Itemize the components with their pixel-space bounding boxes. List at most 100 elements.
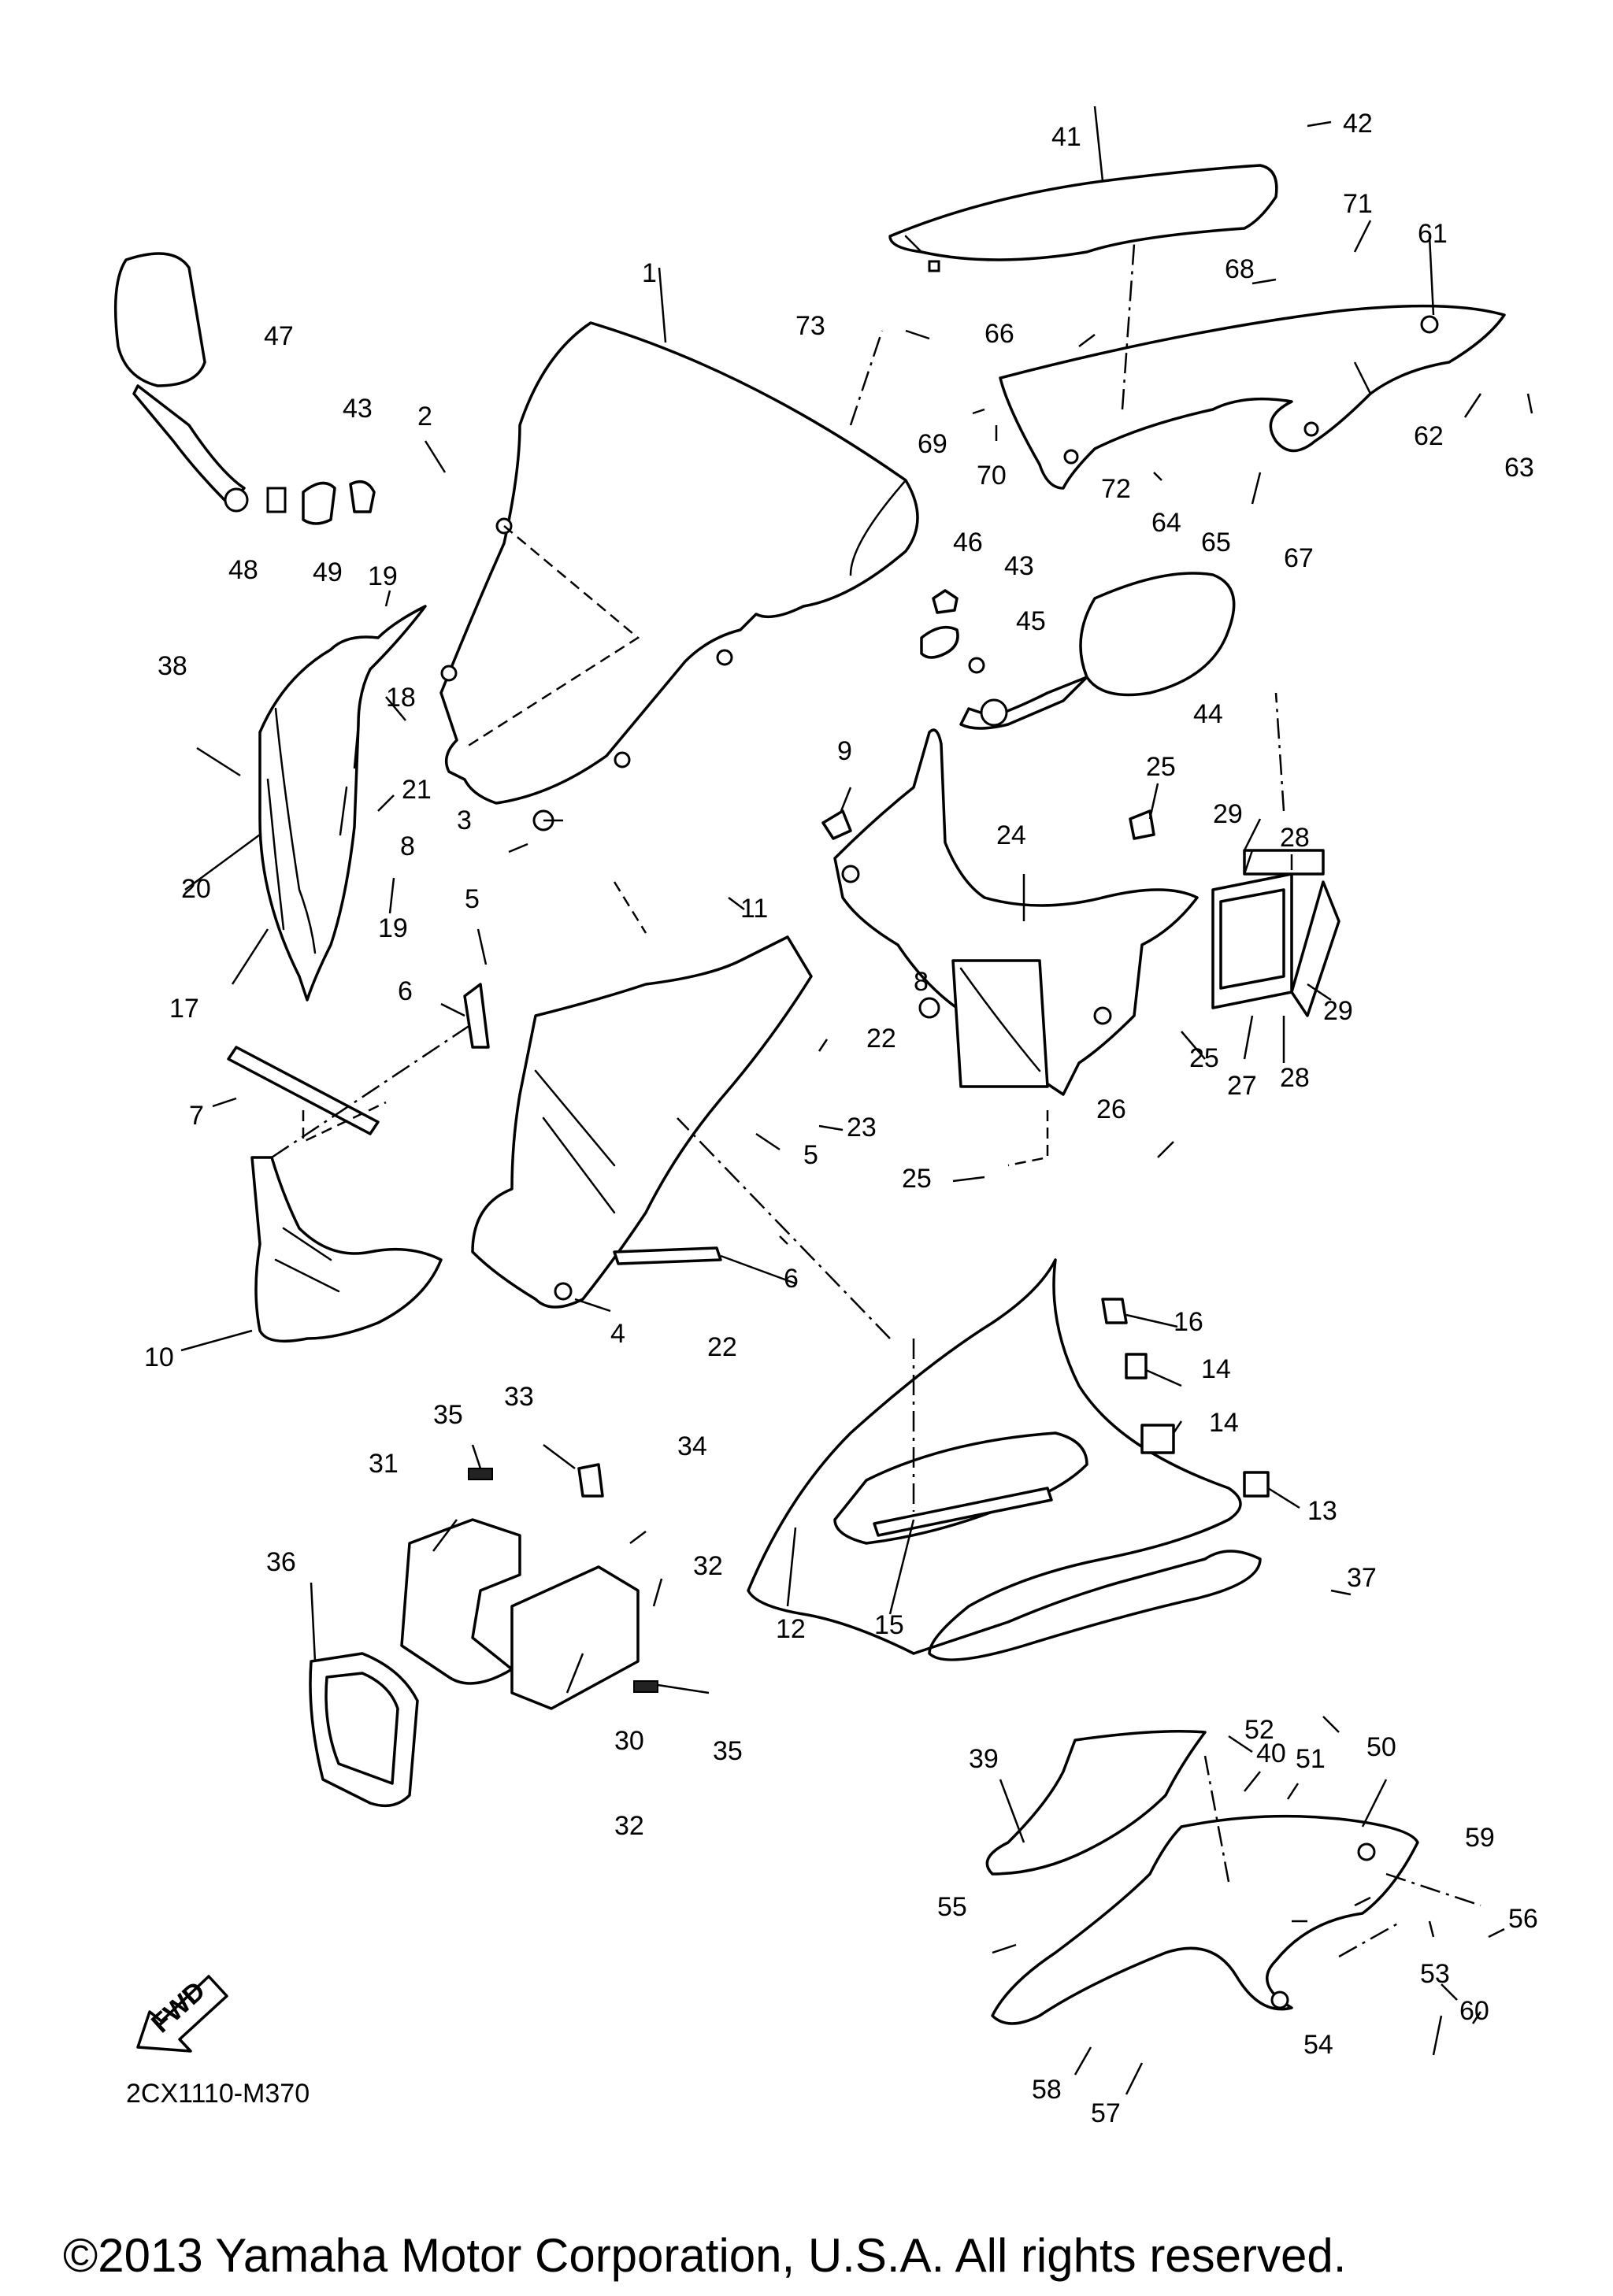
center-inner-cowl-part-4[interactable]	[471, 935, 813, 1309]
callout-30[interactable]: 30	[614, 1726, 644, 1756]
callout-25a[interactable]: 25	[1146, 752, 1176, 782]
mirror-part-44[interactable]	[959, 572, 1236, 730]
callout-59[interactable]: 59	[1465, 1823, 1495, 1853]
callout-20[interactable]: 20	[181, 874, 211, 904]
callout-25c[interactable]: 25	[902, 1164, 932, 1194]
callout-25b[interactable]: 25	[1189, 1043, 1219, 1073]
callout-68[interactable]: 68	[1225, 254, 1255, 284]
callout-24[interactable]: 24	[996, 820, 1026, 850]
callout-36[interactable]: 36	[266, 1547, 296, 1577]
callout-28a[interactable]: 28	[1280, 823, 1310, 853]
cowl-part-50[interactable]	[991, 1814, 1419, 2025]
callout-8a[interactable]: 8	[400, 831, 415, 861]
callout-64[interactable]: 64	[1151, 508, 1181, 538]
front-inner-cowl-part-10[interactable]	[250, 1156, 443, 1343]
callout-19b[interactable]: 19	[378, 913, 408, 943]
callout-35a[interactable]: 35	[433, 1400, 463, 1430]
mirror-part-47[interactable]	[113, 252, 249, 513]
callout-43a[interactable]: 43	[343, 394, 373, 424]
callout-31[interactable]: 31	[369, 1449, 399, 1479]
callout-66[interactable]: 66	[984, 319, 1014, 349]
callout-23[interactable]: 23	[847, 1113, 877, 1142]
callout-56[interactable]: 56	[1508, 1904, 1538, 1934]
callout-29b[interactable]: 29	[1323, 996, 1353, 1026]
callout-50[interactable]: 50	[1366, 1732, 1396, 1762]
callout-54[interactable]: 54	[1303, 2030, 1333, 2060]
callout-71[interactable]: 71	[1343, 189, 1373, 219]
callout-46[interactable]: 46	[953, 528, 983, 557]
trim-strip-part-6b[interactable]	[613, 1246, 722, 1265]
callout-14b[interactable]: 14	[1209, 1408, 1239, 1438]
callout-29a[interactable]: 29	[1213, 799, 1243, 829]
callout-6b[interactable]: 6	[784, 1264, 799, 1294]
side-panel-part-17[interactable]	[258, 605, 427, 1002]
callout-17[interactable]: 17	[169, 994, 199, 1024]
callout-47[interactable]: 47	[264, 321, 294, 351]
callout-32b[interactable]: 32	[614, 1811, 644, 1841]
callout-55[interactable]: 55	[937, 1892, 967, 1922]
callout-27[interactable]: 27	[1227, 1071, 1257, 1101]
callout-37[interactable]: 37	[1347, 1563, 1377, 1593]
callout-7[interactable]: 7	[189, 1101, 204, 1131]
callout-57[interactable]: 57	[1091, 2098, 1121, 2128]
callout-9[interactable]: 9	[837, 736, 852, 766]
cowl-part-39[interactable]	[985, 1730, 1207, 1876]
callout-48[interactable]: 48	[228, 555, 258, 585]
callout-11[interactable]: 11	[740, 894, 768, 924]
callout-35b[interactable]: 35	[713, 1736, 743, 1766]
lower-duct-part-31[interactable]	[400, 1518, 521, 1685]
callout-8b[interactable]: 8	[914, 967, 929, 997]
callout-34[interactable]: 34	[677, 1431, 707, 1461]
callout-5b[interactable]: 5	[803, 1140, 818, 1170]
callout-18[interactable]: 18	[386, 683, 416, 713]
callout-62[interactable]: 62	[1414, 421, 1444, 451]
callout-65[interactable]: 65	[1201, 528, 1231, 557]
callout-32a[interactable]: 32	[693, 1551, 723, 1581]
callout-39[interactable]: 39	[969, 1744, 999, 1774]
callout-51[interactable]: 51	[1296, 1744, 1326, 1774]
callout-63[interactable]: 63	[1504, 453, 1534, 483]
callout-69[interactable]: 69	[918, 429, 947, 459]
callout-53[interactable]: 53	[1420, 1959, 1450, 1989]
side-cover-part-61[interactable]	[999, 304, 1506, 490]
lower-duct-part-30[interactable]	[510, 1565, 640, 1710]
callout-16[interactable]: 16	[1174, 1307, 1203, 1337]
callout-41[interactable]: 41	[1051, 122, 1081, 152]
callout-10[interactable]: 10	[144, 1342, 174, 1372]
callout-61[interactable]: 61	[1418, 219, 1448, 249]
callout-70[interactable]: 70	[977, 461, 1007, 491]
callout-28b[interactable]: 28	[1280, 1063, 1310, 1093]
frame-stay-part-24[interactable]	[833, 728, 1199, 1096]
side-cowl-part-12[interactable]	[747, 1258, 1262, 1661]
callout-15[interactable]: 15	[874, 1610, 904, 1640]
top-cover-part-41[interactable]	[888, 164, 1278, 272]
callout-45[interactable]: 45	[1016, 606, 1046, 636]
callout-22a[interactable]: 22	[866, 1024, 896, 1054]
callout-6a[interactable]: 6	[398, 976, 413, 1006]
callout-60[interactable]: 60	[1459, 1996, 1489, 2026]
callout-21[interactable]: 21	[402, 775, 432, 805]
callout-43b[interactable]: 43	[1004, 551, 1034, 581]
callout-4[interactable]: 4	[610, 1319, 625, 1349]
trim-strip-part-6a[interactable]	[463, 983, 490, 1049]
callout-33[interactable]: 33	[504, 1382, 534, 1412]
callout-12[interactable]: 12	[776, 1614, 806, 1644]
callout-40[interactable]: 40	[1256, 1739, 1286, 1768]
callout-14a[interactable]: 14	[1201, 1354, 1231, 1384]
duct-frame-part-36[interactable]	[309, 1652, 419, 1808]
callout-26[interactable]: 26	[1096, 1094, 1126, 1124]
callout-72[interactable]: 72	[1101, 474, 1131, 504]
windshield-part-1[interactable]	[439, 321, 919, 805]
callout-3[interactable]: 3	[457, 805, 472, 835]
callout-19a[interactable]: 19	[368, 561, 398, 591]
callout-2[interactable]: 2	[417, 402, 432, 431]
callout-58[interactable]: 58	[1032, 2075, 1062, 2105]
callout-49[interactable]: 49	[313, 557, 343, 587]
air-duct-part-27[interactable]	[1211, 849, 1340, 1017]
callout-13[interactable]: 13	[1307, 1496, 1337, 1526]
callout-5a[interactable]: 5	[465, 884, 480, 914]
callout-44[interactable]: 44	[1193, 699, 1223, 729]
callout-38[interactable]: 38	[158, 651, 187, 681]
callout-42[interactable]: 42	[1343, 109, 1373, 139]
callout-1[interactable]: 1	[642, 258, 657, 288]
